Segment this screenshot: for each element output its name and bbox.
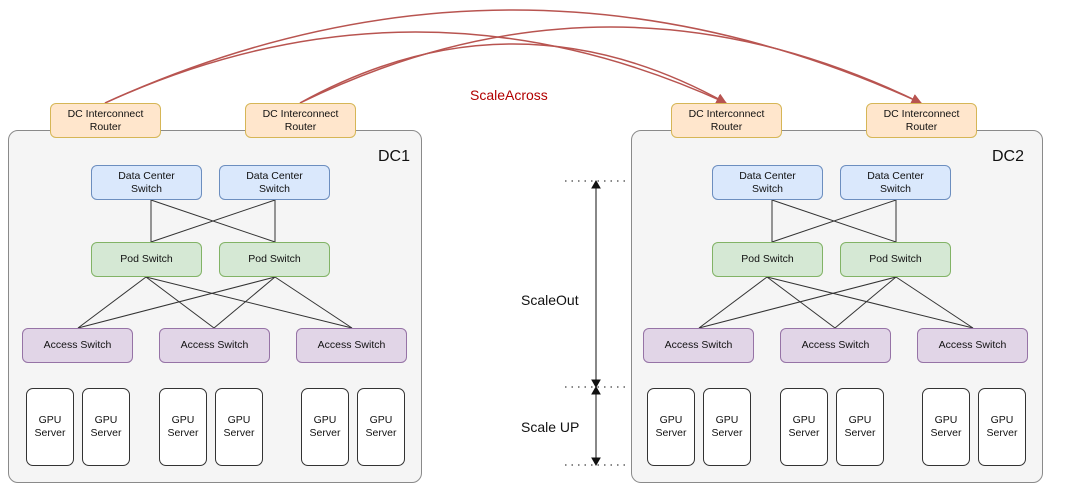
pod-to-access-link [766,276,836,329]
scale-across-link [104,31,727,104]
access-switch: Access Switch [22,328,133,363]
gpu-server: GPU Server [26,388,74,466]
access-switch: Access Switch [159,328,270,363]
dc-to-pod-link [150,199,276,243]
scale-out-arrowhead-top [591,179,601,189]
gpu-server: GPU Server [159,388,207,466]
gpu-server: GPU Server [703,388,751,466]
scale-up-arrowhead-top [591,385,601,395]
access-switch: Access Switch [780,328,891,363]
dc-to-pod-link [771,199,897,243]
scale-across-label: ScaleAcross [470,87,548,103]
dc-interconnect-router: DC Interconnect Router [50,103,161,138]
gpu-server: GPU Server [301,388,349,466]
pod-to-access-link [895,276,974,329]
access-switch: Access Switch [296,328,407,363]
data-center-switch: Data Center Switch [840,165,951,200]
data-center-switch: Data Center Switch [712,165,823,200]
pod-switch: Pod Switch [219,242,330,277]
scale-up-label: Scale UP [521,419,580,435]
dc-interconnect-router: DC Interconnect Router [671,103,782,138]
pod-to-access-link [145,276,353,329]
data-center-switch: Data Center Switch [219,165,330,200]
dc2-label: DC2 [992,148,1025,165]
gpu-server: GPU Server [922,388,970,466]
gpu-server: GPU Server [836,388,884,466]
dc-interconnect-router: DC Interconnect Router [866,103,977,138]
gpu-server: GPU Server [978,388,1026,466]
gpu-server: GPU Server [82,388,130,466]
access-switch: Access Switch [917,328,1028,363]
scale-up-arrowhead-bottom [591,457,601,467]
dc1-label: DC1 [378,148,411,165]
data-center-switch: Data Center Switch [91,165,202,200]
pod-switch: Pod Switch [712,242,823,277]
pod-to-access-link [145,276,215,329]
pod-switch: Pod Switch [840,242,951,277]
gpu-server: GPU Server [647,388,695,466]
gpu-server: GPU Server [780,388,828,466]
pod-to-access-link [834,276,897,329]
scale-across-link [104,9,922,104]
pod-to-access-link [766,276,974,329]
gpu-server: GPU Server [357,388,405,466]
scale-out-arrowhead-bottom [591,379,601,389]
pod-to-access-link [77,276,147,329]
scale-across-link [299,43,727,104]
gpu-server: GPU Server [215,388,263,466]
pod-to-access-link [213,276,276,329]
access-switch: Access Switch [643,328,754,363]
pod-to-access-link [698,276,897,329]
pod-to-access-link [77,276,276,329]
pod-to-access-link [698,276,768,329]
dc-interconnect-router: DC Interconnect Router [245,103,356,138]
scale-across-link [299,26,922,104]
pod-to-access-link [274,276,353,329]
pod-switch: Pod Switch [91,242,202,277]
scale-out-label: ScaleOut [521,292,579,308]
